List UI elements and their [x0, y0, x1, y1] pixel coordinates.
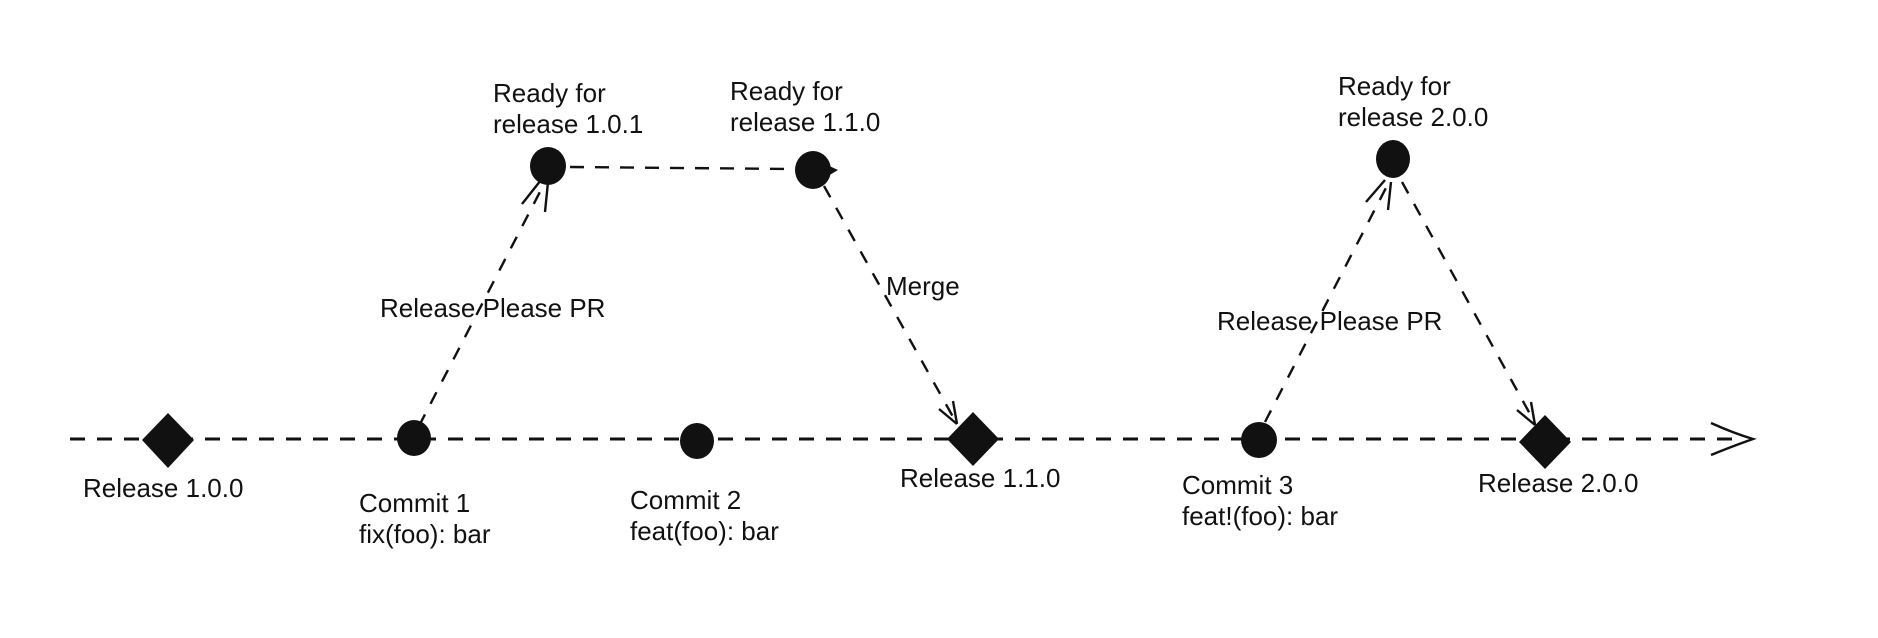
ready-1-0-1-marker: [530, 147, 566, 185]
ready-1-1-0-label-line1: Ready for: [730, 76, 843, 106]
commit-3-marker: [1241, 422, 1277, 458]
ready-1-0-1-label: Ready for release 1.0.1: [493, 78, 643, 140]
release-arrow-right-line: [1400, 181, 1537, 424]
ready-1-1-0-marker: [795, 151, 831, 189]
ready-1-1-0-label: Ready for release 1.1.0: [730, 76, 880, 138]
ready-2-0-0-label-line1: Ready for: [1338, 71, 1451, 101]
merge-arrow-arrowhead-icon: [938, 400, 959, 425]
commit-1-title: Commit 1: [359, 488, 471, 518]
commit-1-marker: [397, 420, 431, 456]
merge-label: Merge: [886, 271, 960, 301]
commit-2-message: feat(foo): bar: [630, 516, 779, 546]
pr-arrow-right-line: [1263, 183, 1390, 423]
release-2-0-0-label: Release 2.0.0: [1478, 468, 1639, 498]
merge-arrow-line: [822, 185, 959, 425]
release-1-0-0-marker: [142, 413, 194, 468]
pr-arrow-right-arrowhead-icon: [1365, 179, 1393, 211]
pr-arrow-left-arrowhead-icon: [521, 179, 550, 213]
commit-3-message: feat!(foo): bar: [1182, 501, 1339, 531]
ready-1-1-0-label-line2: release 1.1.0: [730, 107, 881, 137]
release-1-1-0-label: Release 1.1.0: [900, 463, 1061, 493]
release-1-1-0-marker: [947, 412, 999, 466]
pr-arrow-left-line: [417, 185, 545, 427]
commit-3-label: Commit 3 feat!(foo): bar: [1182, 470, 1338, 532]
release-2-0-0-marker: [1519, 415, 1571, 469]
commit-2-title: Commit 2: [630, 485, 742, 515]
release-1-0-0-label: Release 1.0.0: [83, 473, 244, 503]
commit-2-label: Commit 2 feat(foo): bar: [630, 485, 779, 547]
commit-1-message: fix(foo): bar: [359, 519, 491, 549]
commit-1-label: Commit 1 fix(foo): bar: [359, 488, 491, 550]
commit-2-marker: [680, 423, 714, 459]
ready-1-0-1-label-line1: Ready for: [493, 78, 606, 108]
release-please-pr-left-label: Release Please PR: [380, 293, 606, 323]
release-please-pr-right-label: Release Please PR: [1217, 306, 1443, 336]
ready-connector-line: [569, 165, 793, 171]
commit-3-title: Commit 3: [1182, 470, 1294, 500]
release-arrow-right-arrowhead-icon: [1516, 401, 1537, 426]
timeline-arrowhead-icon: [1710, 421, 1757, 457]
ready-1-0-1-label-line2: release 1.0.1: [493, 109, 644, 139]
ready-2-0-0-label-line2: release 2.0.0: [1338, 102, 1489, 132]
ready-2-0-0-label: Ready for release 2.0.0: [1338, 71, 1488, 133]
ready-2-0-0-marker: [1376, 140, 1410, 178]
